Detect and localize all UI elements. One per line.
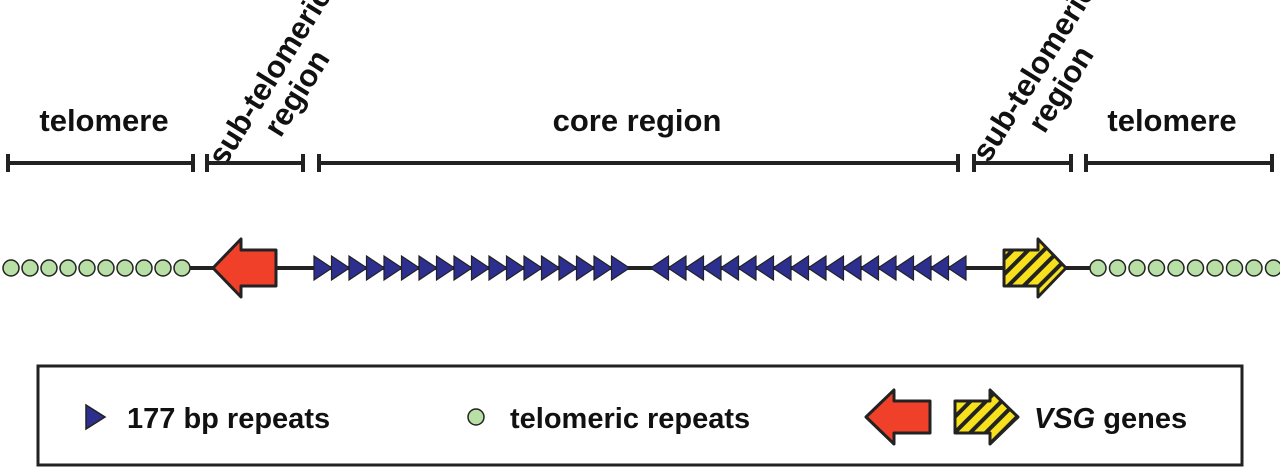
repeat-177-forward: [365, 254, 386, 282]
repeat-177-reverse: [859, 254, 880, 282]
repeat-177-forward: [523, 254, 544, 282]
telomeric-repeat: [173, 259, 191, 277]
telomeric-repeat: [59, 259, 77, 277]
telomeric-repeat: [21, 259, 39, 277]
telomeric-repeat: [135, 259, 153, 277]
repeat-177-forward: [470, 254, 491, 282]
legend-hatched-arrow-icon: [953, 388, 1020, 446]
repeat-177-reverse: [894, 254, 915, 282]
repeat-177-reverse: [946, 254, 967, 282]
bracket-telomere-left: [6, 154, 195, 172]
telomeric-repeat: [97, 259, 115, 277]
vsg-gene-red-arrow: [211, 237, 278, 299]
repeat-177-reverse: [841, 254, 862, 282]
repeat-177-reverse: [701, 254, 722, 282]
repeat-177-reverse: [649, 254, 670, 282]
telomeric-repeat: [1264, 259, 1280, 277]
label-core-region: core region: [553, 103, 722, 138]
repeat-177-forward: [575, 254, 596, 282]
region-brackets: [6, 154, 1274, 172]
repeat-177-reverse: [666, 254, 687, 282]
repeat-177-reverse: [824, 254, 845, 282]
repeat-177-forward: [435, 254, 456, 282]
telomeric-repeats-right: [1089, 259, 1280, 277]
telomeric-repeat: [1245, 259, 1263, 277]
repeat-177-forward: [540, 254, 561, 282]
legend-box: [36, 364, 1244, 467]
label-telomere-left: telomere: [39, 103, 168, 138]
telomeric-repeat: [1167, 259, 1185, 277]
label-subtelomeric-right: sub-telomeric region: [965, 0, 1102, 167]
repeat-177-forward: [505, 254, 526, 282]
legend-177bp-repeats: 177 bp repeats: [127, 403, 330, 435]
repeat-177-forward: [383, 254, 404, 282]
telomeric-repeat: [1089, 259, 1107, 277]
telomeric-repeat: [1206, 259, 1224, 277]
repeat-177-forward: [453, 254, 474, 282]
legend-vsg-genes: VSG genes: [1034, 403, 1187, 435]
repeats-177bp: [313, 254, 967, 282]
repeat-177-reverse: [771, 254, 792, 282]
bracket-subtelomeric-right: [972, 154, 1073, 172]
repeat-177-reverse: [911, 254, 932, 282]
repeat-177-forward: [400, 254, 421, 282]
repeat-177-reverse: [684, 254, 705, 282]
repeat-177-reverse: [736, 254, 757, 282]
legend-vsg-italic: VSG: [1034, 403, 1095, 435]
repeat-177-forward: [488, 254, 509, 282]
telomeric-repeat: [1108, 259, 1127, 277]
legend-circle-icon: [467, 408, 485, 426]
telomeric-repeat: [116, 259, 134, 277]
legend-telomeric-repeats: telomeric repeats: [510, 403, 750, 435]
telomeric-repeat: [1186, 259, 1205, 277]
repeat-177-forward: [330, 254, 351, 282]
repeat-177-forward: [593, 254, 614, 282]
bracket-subtelomeric-left: [205, 154, 305, 172]
legend-vsg-rest: genes: [1095, 403, 1187, 435]
bracket-telomere-right: [1084, 154, 1274, 172]
repeat-177-forward: [558, 254, 579, 282]
repeat-177-reverse: [806, 254, 827, 282]
repeat-177-reverse: [876, 254, 897, 282]
telomeric-repeat: [78, 259, 96, 277]
repeat-177-forward: [313, 254, 334, 282]
repeat-177-reverse: [754, 254, 775, 282]
telomeric-repeat: [1128, 259, 1146, 277]
repeat-177-forward: [418, 254, 439, 282]
repeat-177-reverse: [789, 254, 810, 282]
telomeric-repeat: [1225, 259, 1244, 277]
legend-red-arrow-icon: [864, 388, 932, 446]
telomeric-repeat: [40, 259, 58, 277]
legend-triangle-icon: [85, 403, 107, 431]
vsg-gene-hatched-arrow: [1002, 237, 1068, 299]
label-subtelomeric-left: sub-telomeric region: [201, 0, 338, 171]
repeat-177-reverse: [719, 254, 740, 282]
telomeric-repeat: [154, 259, 172, 277]
telomeric-repeat: [1147, 259, 1166, 277]
repeat-177-reverse: [929, 254, 950, 282]
repeat-177-forward: [610, 254, 631, 282]
telomeric-repeats-left: [2, 259, 191, 277]
label-telomere-right: telomere: [1107, 103, 1236, 138]
bracket-core-region: [317, 154, 960, 172]
telomeric-repeat: [2, 259, 20, 277]
repeat-177-forward: [348, 254, 369, 282]
